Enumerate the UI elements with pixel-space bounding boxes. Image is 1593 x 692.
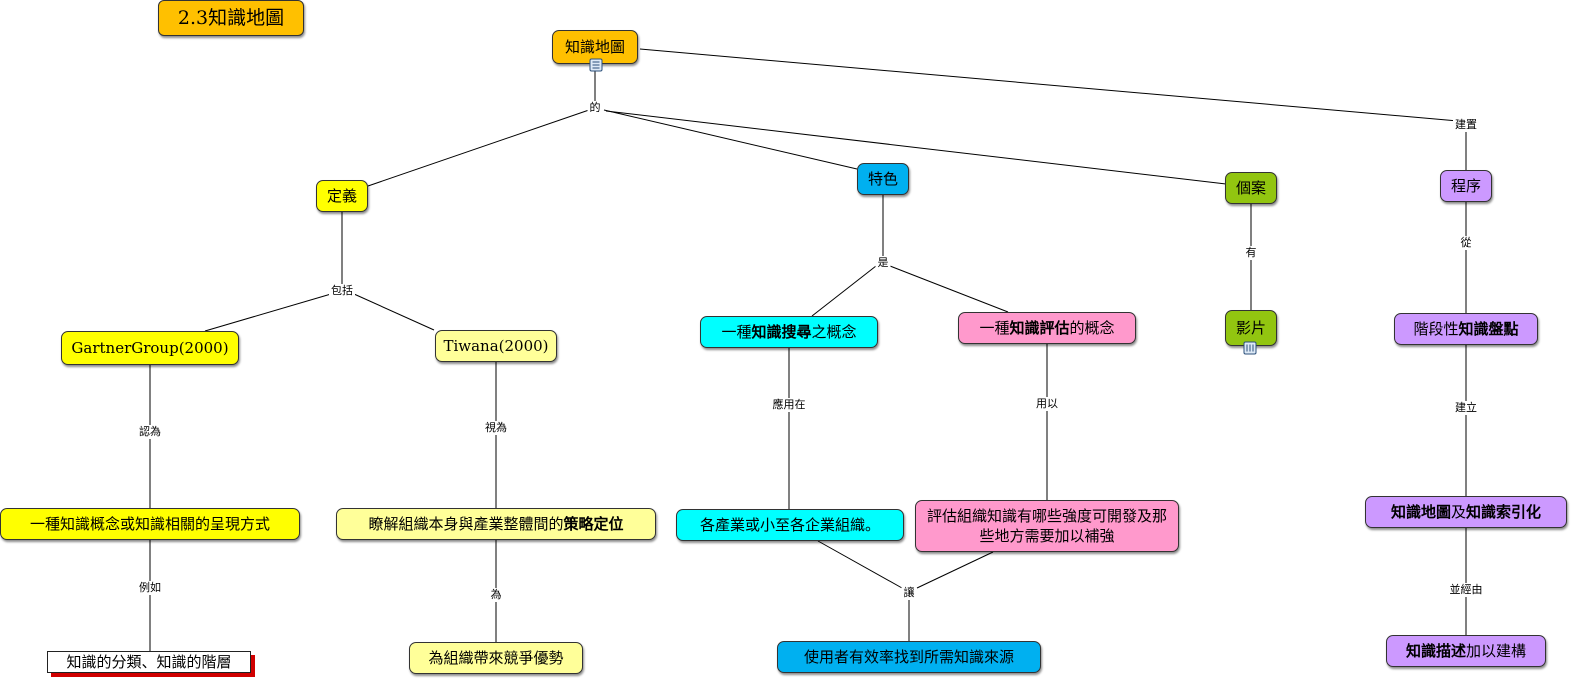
describe-text-2: 加以建構 bbox=[1466, 642, 1527, 660]
link-label-renwei: 認為 bbox=[137, 425, 163, 439]
link-label-baokuo: 包括 bbox=[329, 284, 355, 298]
link-label-bingjingyou: 並經由 bbox=[1447, 583, 1485, 597]
connector-line bbox=[639, 48, 1459, 122]
node-map-indexing[interactable]: 知識地圖及知識索引化 bbox=[1365, 496, 1567, 528]
connector-line bbox=[811, 265, 877, 317]
connector-line bbox=[353, 293, 435, 331]
node-case[interactable]: 個案 bbox=[1225, 172, 1277, 204]
strategic-text-1: 瞭解組織本身與產業整體間的 bbox=[368, 515, 564, 533]
describe-text-bold: 知識描述 bbox=[1405, 642, 1466, 660]
link-label-shi: 是 bbox=[875, 256, 891, 270]
link-label-you: 有 bbox=[1243, 246, 1259, 260]
node-knowledge-description[interactable]: 知識描述加以建構 bbox=[1386, 635, 1546, 667]
node-tiwana-label: Tiwana(2000) bbox=[443, 337, 549, 355]
gartner-definition-label: 一種知識概念或知識相關的呈現方式 bbox=[29, 515, 270, 533]
node-staged-inventory[interactable]: 階段性知識盤點 bbox=[1394, 313, 1538, 345]
eval-text-2: 的概念 bbox=[1069, 319, 1115, 337]
node-definition-label: 定義 bbox=[326, 187, 357, 205]
evaluate-label: 評估組織知識有哪些強度可開發及那些地方需要加以補強 bbox=[926, 507, 1167, 545]
page-title-text: 2.3知識地圖 bbox=[177, 7, 285, 29]
eval-text-bold: 知識評估 bbox=[1009, 319, 1070, 337]
stage-text-bold: 知識盤點 bbox=[1458, 320, 1519, 338]
document-icon[interactable] bbox=[589, 58, 603, 72]
link-label-liru: 例如 bbox=[137, 581, 163, 595]
node-strategic-position[interactable]: 瞭解組織本身與產業整體間的策略定位 bbox=[336, 508, 656, 540]
link-label-jianzhi: 建置 bbox=[1453, 118, 1479, 132]
link-label-cong: 從 bbox=[1458, 236, 1474, 250]
strategic-text-bold: 策略定位 bbox=[563, 515, 624, 533]
link-label-wei: 為 bbox=[488, 588, 504, 602]
node-tiwana[interactable]: Tiwana(2000) bbox=[435, 330, 557, 362]
node-case-label: 個案 bbox=[1235, 179, 1266, 197]
search-text-1: 一種 bbox=[721, 323, 752, 341]
efficiency-label: 使用者有效率找到所需知識來源 bbox=[803, 648, 1014, 666]
connector-line bbox=[603, 109, 858, 170]
link-label-jianli: 建立 bbox=[1453, 401, 1479, 415]
node-video-label: 影片 bbox=[1235, 319, 1266, 337]
search-text-2: 之概念 bbox=[811, 323, 857, 341]
page-title: 2.3知識地圖 bbox=[158, 0, 304, 36]
video-icon[interactable] bbox=[1243, 341, 1257, 355]
node-procedure-label: 程序 bbox=[1450, 177, 1481, 195]
link-label-de: 的 bbox=[587, 101, 603, 115]
search-text-bold: 知識搜尋 bbox=[751, 323, 812, 341]
connector-line bbox=[916, 551, 994, 589]
node-evaluate-strength[interactable]: 評估組織知識有哪些強度可開發及那些地方需要加以補強 bbox=[915, 500, 1179, 552]
node-definition[interactable]: 定義 bbox=[316, 180, 368, 212]
node-competitive-advantage[interactable]: 為組織帶來競爭優勢 bbox=[409, 642, 583, 674]
connector-line bbox=[889, 265, 1009, 313]
eval-text-1: 一種 bbox=[979, 319, 1010, 337]
connector-line bbox=[367, 109, 590, 187]
node-knowledge-map-label: 知識地圖 bbox=[564, 38, 625, 56]
stage-text-1: 階段性 bbox=[1413, 320, 1459, 338]
map-text-bold-1: 知識地圖 bbox=[1390, 503, 1451, 521]
node-knowledge-evaluation[interactable]: 一種知識評估的概念 bbox=[958, 312, 1136, 344]
map-text-2: 及 bbox=[1450, 503, 1466, 521]
node-gartnergroup[interactable]: GartnerGroup(2000) bbox=[61, 331, 239, 365]
advantage-label: 為組織帶來競爭優勢 bbox=[428, 649, 564, 667]
node-user-efficiency[interactable]: 使用者有效率找到所需知識來源 bbox=[777, 641, 1041, 673]
node-gartner-definition[interactable]: 一種知識概念或知識相關的呈現方式 bbox=[0, 508, 300, 540]
connector-line bbox=[817, 540, 903, 589]
link-label-yongyi: 用以 bbox=[1034, 397, 1060, 411]
map-text-bold-3: 知識索引化 bbox=[1466, 503, 1542, 521]
node-features[interactable]: 特色 bbox=[857, 163, 909, 195]
connector-line bbox=[605, 110, 1227, 185]
connector-line bbox=[204, 293, 332, 332]
node-gartnergroup-label: GartnerGroup(2000) bbox=[71, 339, 229, 357]
node-procedure[interactable]: 程序 bbox=[1440, 170, 1492, 202]
link-label-shiwei: 視為 bbox=[483, 421, 509, 435]
link-label-yingyongzai: 應用在 bbox=[770, 398, 808, 412]
node-features-label: 特色 bbox=[867, 170, 898, 188]
link-label-rang: 讓 bbox=[901, 586, 917, 600]
node-knowledge-search[interactable]: 一種知識搜尋之概念 bbox=[700, 316, 878, 348]
classification-label: 知識的分類、知識的階層 bbox=[66, 653, 232, 671]
node-classification[interactable]: 知識的分類、知識的階層 bbox=[47, 651, 251, 673]
industry-label: 各產業或小至各企業組織。 bbox=[699, 516, 880, 534]
node-industry[interactable]: 各產業或小至各企業組織。 bbox=[676, 509, 904, 541]
